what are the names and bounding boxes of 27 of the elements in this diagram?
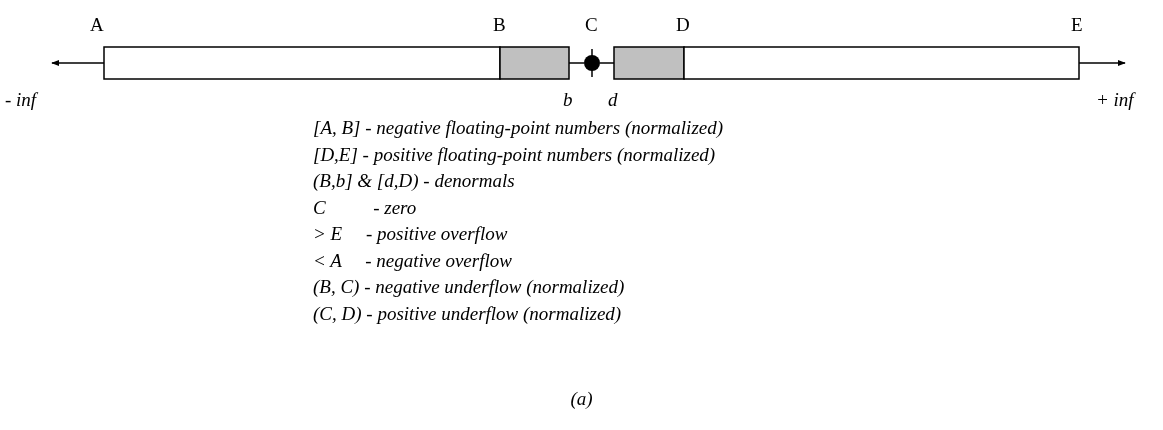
- caption: (a): [570, 388, 593, 409]
- legend-text: < A - negative overflow: [313, 249, 512, 272]
- point-label: C: [585, 14, 598, 36]
- connector-line: [568, 62, 585, 64]
- point-label: D: [676, 14, 690, 36]
- arrow: [51, 59, 105, 67]
- number-line-segment: [683, 46, 1080, 80]
- legend-text: (B,b] & [d,D) - denormals: [313, 170, 515, 192]
- denormal-segment: [499, 46, 570, 80]
- legend-text: (C, D) - positive underflow (normalized): [313, 302, 622, 325]
- legend-text: [A, B] - negative floating-point numbers (normalized): [313, 117, 724, 139]
- connector-line: [599, 62, 615, 64]
- point-label: d: [608, 89, 618, 111]
- legend-text: C - zero: [313, 196, 417, 219]
- legend-text: > E - positive overflow: [313, 223, 508, 245]
- infinity-label: - inf: [5, 89, 37, 111]
- denormal-segment: [613, 46, 685, 80]
- zero-point-marker: [584, 48, 600, 78]
- point-label: B: [493, 14, 506, 36]
- point-label: E: [1071, 14, 1083, 36]
- point-label: A: [90, 14, 104, 36]
- legend-text: [D,E] - positive floating-point numbers (normalized): [313, 143, 716, 166]
- point-label: b: [563, 89, 573, 111]
- arrow: [1078, 59, 1126, 67]
- number-line-segment: [103, 46, 501, 80]
- legend-text: (B, C) - negative underflow (normalized): [313, 276, 625, 298]
- infinity-label: + inf: [1096, 89, 1134, 111]
